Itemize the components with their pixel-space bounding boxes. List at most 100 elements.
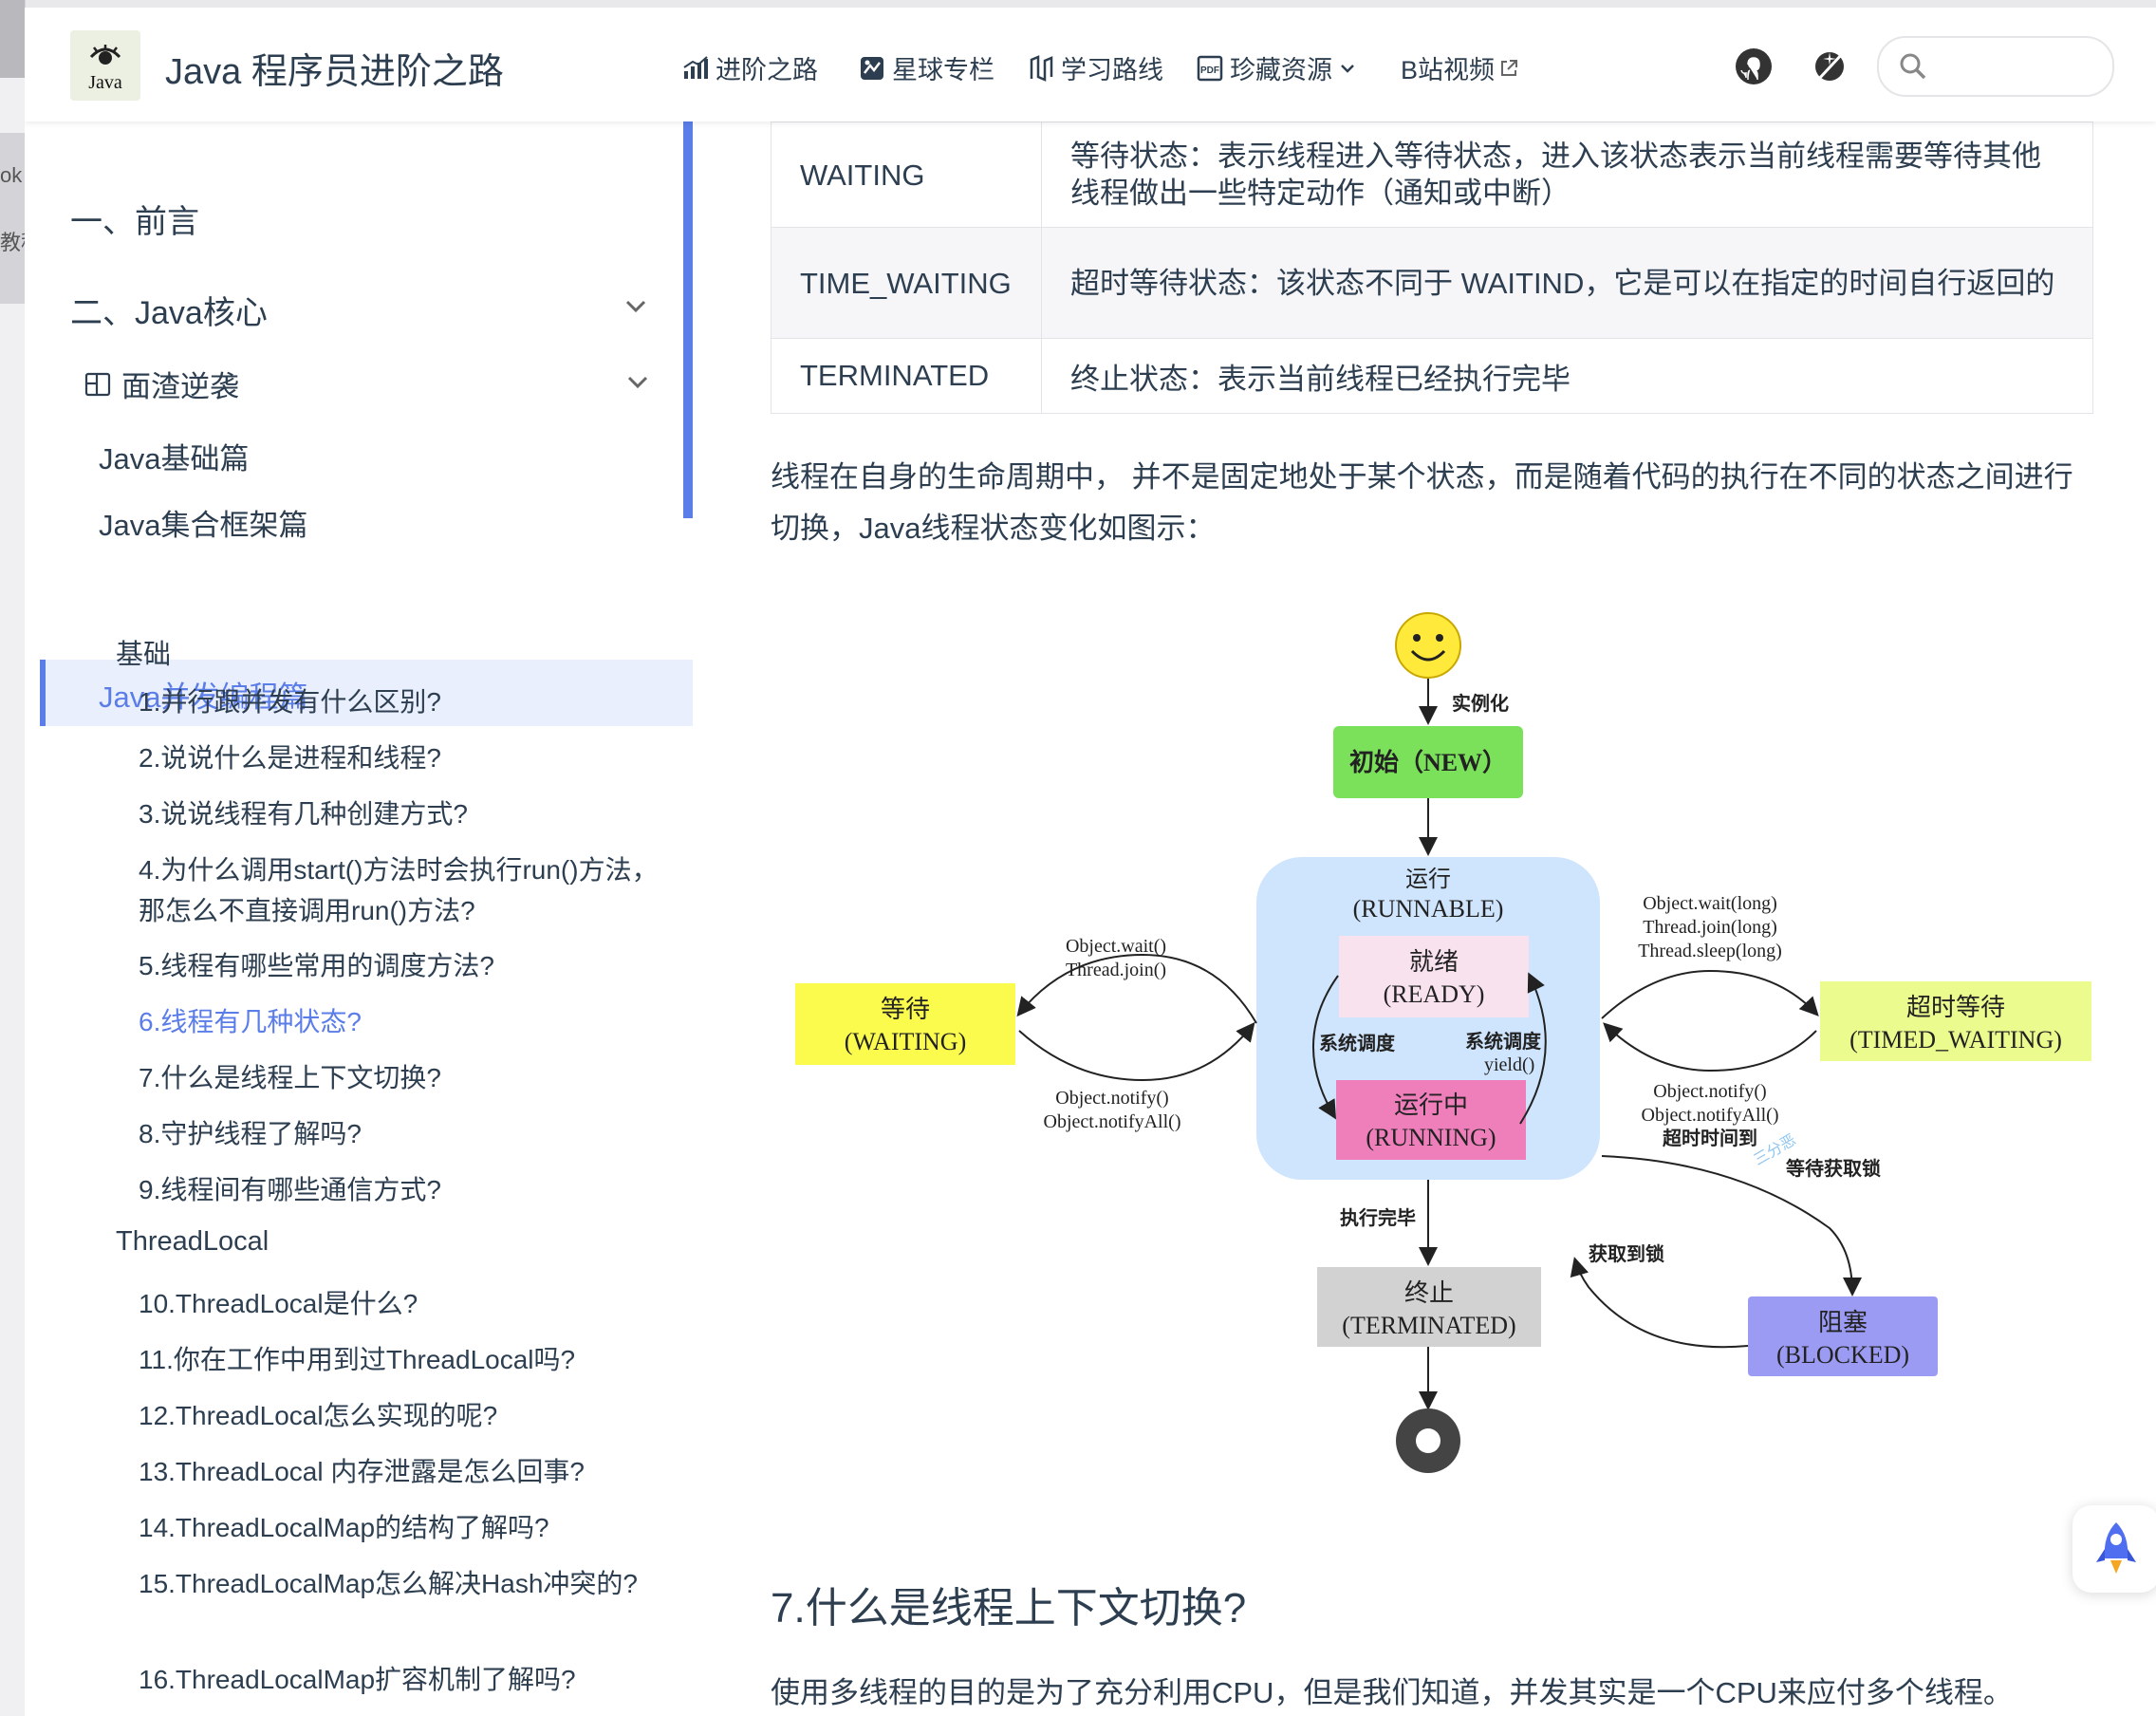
state-ready-sublabel: (READY) [1384, 980, 1485, 1008]
state-timed-sublabel: (TIMED_WAITING) [1849, 1026, 2062, 1054]
arrow [1519, 972, 1547, 1125]
sidebar-question[interactable]: 2.说说什么是进程和线程? [139, 743, 441, 773]
thread-state-table: WAITING 等待状态：表示线程进入等待状态，进入该状态表示当前线程需要等待其… [771, 121, 2093, 414]
table-cell-state: TIME_WAITING [771, 227, 1042, 339]
nav-item-label: 星球专栏 [892, 56, 994, 84]
back-to-top-button[interactable] [2072, 1505, 2156, 1593]
sidebar-question[interactable]: 1.并行跟并发有什么区别? [139, 687, 441, 717]
state-blocked-label: 阻塞 [1818, 1309, 1868, 1336]
external-link-icon [1501, 59, 1518, 76]
nav-item-route[interactable]: 学习路线 [1027, 49, 1163, 86]
top-navbar: Java Java 程序员进阶之路 进阶之路 星球专栏 学习路线 PDF 珍藏资… [25, 8, 2156, 121]
table-cell-desc: 终止状态：表示当前线程已经执行完毕 [1041, 338, 2093, 414]
state-blocked-sublabel: (BLOCKED) [1776, 1341, 1909, 1369]
nav-item-planet[interactable]: 星球专栏 [858, 49, 994, 86]
chevron-down-icon [1341, 64, 1354, 73]
search-box[interactable] [1877, 36, 2114, 97]
label-lock-get: 获取到锁 [1589, 1242, 1664, 1265]
background-window-strip: ok 教程 [0, 0, 42, 1716]
label-lock-wait: 等待获取锁 [1786, 1157, 1881, 1180]
site-logo[interactable]: Java [70, 30, 140, 101]
state-timed-waiting [1820, 981, 2091, 1061]
nav-item-bilibili[interactable]: B站视频 [1401, 49, 1519, 86]
search-input[interactable] [1940, 46, 2095, 85]
label-timed-in-1: Object.wait(long) [1643, 893, 1777, 914]
sidebar-item-java-concurrency[interactable]: Java并发编程篇 [40, 660, 693, 726]
label-timed-in-3: Thread.sleep(long) [1638, 941, 1782, 961]
state-running-sublabel: (RUNNING) [1366, 1124, 1496, 1151]
section-heading: 7.什么是线程上下文切换? [771, 1585, 1247, 1632]
sidebar-group-interview[interactable]: 面渣逆袭 [84, 363, 239, 405]
chevron-down-icon[interactable] [624, 368, 651, 395]
state-ready [1339, 936, 1529, 1017]
label-timed-out-3: 超时时间到 [1662, 1127, 1757, 1149]
state-new [1333, 726, 1523, 798]
arrow [1018, 1021, 1255, 1082]
sidebar-question[interactable]: 12.ThreadLocal怎么实现的呢? [139, 1401, 498, 1430]
sidebar-item-java-collections[interactable]: Java集合框架篇 [99, 509, 308, 542]
state-waiting-sublabel: (WAITING) [845, 1028, 967, 1055]
state-new-label: 初始（NEW） [1349, 749, 1507, 776]
main-content: WAITING 等待状态：表示线程进入等待状态，进入该状态表示当前线程需要等待其… [717, 121, 2156, 1716]
thread-state-diagram: 实例化 初始（NEW） 运行 (RUNNABLE) 就绪 (READY) 运行中… [795, 612, 2091, 1473]
label-schedule-right: 系统调度 [1465, 1030, 1542, 1053]
table-cell-desc: 超时等待状态：该状态不同于 WAITIND，它是可以在指定的时间自行返回的 [1041, 227, 2093, 339]
label-wait-out-1: Object.notify() [1055, 1088, 1168, 1109]
body-paragraph: 使用多线程的目的是为了充分利用CPU，但是我们知道，并发其实是一个CPU来应付多… [771, 1676, 2013, 1709]
state-waiting [795, 983, 1015, 1065]
chart-icon [683, 55, 708, 79]
sidebar-item-preface[interactable]: 一、前言 [70, 204, 199, 240]
arrow [1016, 953, 1257, 1024]
label-wait-in-1: Object.wait() [1066, 936, 1166, 957]
sidebar-question[interactable]: 3.说说线程有几种创建方式? [139, 799, 468, 829]
arrow [1603, 1022, 1817, 1072]
site-title[interactable]: Java 程序员进阶之路 [165, 52, 504, 92]
chevron-down-icon[interactable] [623, 292, 649, 319]
sidebar-question[interactable]: 10.ThreadLocal是什么? [139, 1289, 418, 1318]
arrow [1601, 1155, 1862, 1296]
state-terminated [1317, 1267, 1541, 1347]
sidebar-question[interactable]: 9.线程间有哪些通信方式? [139, 1175, 441, 1204]
sidebar-question[interactable]: 13.ThreadLocal 内存泄露是怎么回事? [139, 1457, 585, 1486]
sidebar-section-threadlocal[interactable]: ThreadLocal [116, 1226, 270, 1257]
sidebar-question[interactable]: 4.为什么调用start()方法时会执行run()方法，那怎么不直接调用run(… [139, 855, 659, 925]
nav-item-label: 珍藏资源 [1230, 56, 1332, 84]
sidebar-question[interactable]: 16.ThreadLocalMap扩容机制了解吗? [139, 1665, 576, 1694]
theme-toggle-icon[interactable] [1809, 46, 1850, 87]
label-wait-in-2: Thread.join() [1066, 960, 1166, 980]
sidebar-scrollbar[interactable] [683, 121, 693, 518]
nav-item-resources[interactable]: PDF 珍藏资源 [1196, 49, 1357, 86]
sidebar-question[interactable]: 8.守护线程了解吗? [139, 1119, 362, 1148]
state-waiting-label: 等待 [881, 996, 930, 1023]
state-blocked [1748, 1296, 1938, 1376]
end-node-icon [1396, 1408, 1460, 1473]
github-icon[interactable] [1733, 46, 1775, 87]
search-icon [1900, 53, 1926, 80]
state-runnable-label: 运行 [1405, 867, 1451, 892]
browser-page: Java Java 程序员进阶之路 进阶之路 星球专栏 学习路线 PDF 珍藏资… [25, 8, 2156, 1716]
table-cell-state: WAITING [771, 121, 1042, 228]
sidebar-question[interactable]: 11.你在工作中用到过ThreadLocal吗? [139, 1345, 576, 1374]
sidebar-question[interactable]: 15.ThreadLocalMap怎么解决Hash冲突的? [139, 1569, 638, 1598]
sidebar-item-java-basics[interactable]: Java基础篇 [99, 442, 250, 476]
table-row: WAITING 等待状态：表示线程进入等待状态，进入该状态表示当前线程需要等待其… [771, 121, 2093, 228]
svg-text:PDF: PDF [1200, 65, 1219, 76]
planet-icon [861, 56, 883, 80]
nav-item-progress[interactable]: 进阶之路 [681, 49, 818, 86]
label-timed-out-2: Object.notifyAll() [1642, 1105, 1779, 1126]
state-terminated-label: 终止 [1404, 1279, 1454, 1307]
label-wait-out-2: Object.notifyAll() [1044, 1111, 1181, 1132]
sidebar-question[interactable]: 5.线程有哪些常用的调度方法? [139, 951, 494, 980]
body-paragraph: 线程在自身的生命周期中， 并不是固定地处于某个状态，而是随着代码的执行在不同的状… [771, 460, 2073, 545]
list-icon [84, 372, 111, 396]
table-row: TIME_WAITING 超时等待状态：该状态不同于 WAITIND，它是可以在… [771, 227, 2093, 339]
pdf-icon: PDF [1197, 55, 1223, 81]
sidebar-section-basics[interactable]: 基础 [116, 640, 172, 670]
sidebar-question[interactable]: 14.ThreadLocalMap的结构了解吗? [139, 1513, 549, 1542]
label-done: 执行完毕 [1340, 1206, 1416, 1229]
label-timed-out-1: Object.notify() [1653, 1081, 1766, 1102]
sidebar-item-java-core[interactable]: 二、Java核心 [70, 295, 268, 331]
label-timed-in-2: Thread.join(long) [1643, 917, 1777, 938]
sidebar-question[interactable]: 7.什么是线程上下文切换? [139, 1063, 441, 1092]
sidebar-question-current[interactable]: 6.线程有几种状态? [139, 1007, 362, 1036]
